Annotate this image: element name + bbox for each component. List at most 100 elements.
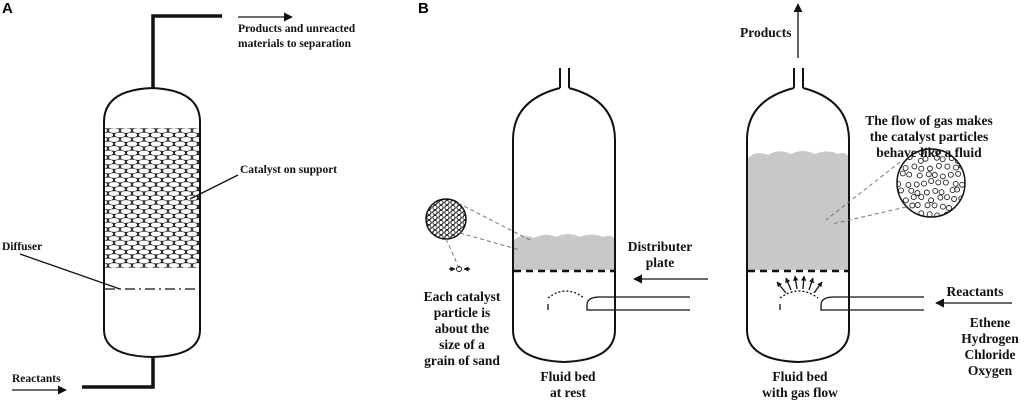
fluid-particle	[946, 205, 952, 211]
catalyst-label: Catalyst on support	[240, 164, 337, 176]
flow-bed	[748, 151, 848, 270]
particle-note-line2: particle is	[434, 305, 491, 320]
panel-b-letter: B	[418, 0, 429, 17]
fluid-particles	[897, 149, 971, 217]
fluid-particle	[910, 213, 917, 217]
fluid-particle	[906, 171, 913, 178]
distributer-label-line2: plate	[646, 255, 675, 270]
flow-inlet-arc	[779, 290, 819, 299]
fluid-particle	[944, 163, 951, 170]
fluid-particle	[918, 165, 925, 172]
fluid-particle	[931, 172, 938, 178]
fluid-particle	[910, 194, 917, 201]
flow-caption-line1: Fluid bed	[772, 369, 828, 384]
fluid-particle	[964, 188, 965, 195]
fluid-particle	[959, 181, 965, 188]
fluid-particle	[922, 155, 929, 162]
fluid-particle	[918, 194, 925, 201]
products-label-b: Products	[740, 25, 792, 40]
catalyst-bed	[105, 128, 199, 268]
particle-note-line3: about the	[435, 321, 489, 336]
particle-note-line5: grain of sand	[424, 353, 500, 368]
rest-vessel-body	[512, 68, 616, 364]
fluid-particle	[911, 163, 918, 170]
fluid-particle	[917, 157, 924, 164]
fluid-particle	[902, 165, 909, 172]
reactants-label-a: Reactants	[12, 373, 61, 385]
flow-caption-line2: with gas flow	[762, 385, 838, 400]
fluid-particle	[935, 179, 942, 186]
fluid-particle	[955, 170, 962, 177]
reactant-chloride: Chloride	[964, 347, 1015, 362]
fluid-particle	[939, 203, 946, 210]
outlet-pipe	[151, 14, 222, 88]
fluid-particle	[903, 211, 910, 217]
fluid-particle	[963, 205, 965, 212]
gas-note-line1: The flow of gas makes	[865, 113, 993, 128]
reactant-ethene: Ethene	[970, 315, 1011, 330]
fluid-particle	[944, 194, 950, 201]
catalyst-leader	[189, 174, 239, 200]
diffuser-label: Diffuser	[2, 241, 42, 253]
fluid-particle	[928, 149, 935, 154]
fluid-particle	[926, 211, 933, 217]
reactants-label-b: Reactants	[947, 284, 1004, 299]
flow-inlet-tube	[779, 296, 924, 311]
rest-inlet-tube	[547, 296, 690, 311]
fluid-particle	[935, 162, 942, 169]
fluid-particle	[928, 197, 935, 204]
fluid-particle	[909, 202, 916, 209]
fluid-particle	[898, 187, 904, 194]
particle-note-line1: Each catalyst	[424, 289, 501, 304]
fluid-particle	[899, 170, 906, 177]
fluid-particle	[952, 213, 959, 217]
fluid-particle	[897, 212, 903, 217]
fluid-particle	[942, 179, 949, 186]
diffuser-leader	[19, 253, 121, 290]
fluid-particle	[939, 156, 946, 163]
fluid-particle	[921, 180, 927, 187]
fluid-particle	[916, 172, 923, 179]
fluid-particle	[924, 202, 931, 209]
panel-b: B	[418, 0, 1019, 400]
fluid-particle	[902, 197, 909, 204]
rest-particle-magnifier	[425, 198, 531, 272]
fluid-particle	[905, 181, 912, 188]
fluid-particle	[966, 171, 971, 176]
fluid-particle	[955, 205, 962, 211]
fluid-particle	[937, 194, 944, 201]
particle-note-line4: size of a	[439, 337, 485, 352]
fluid-particle	[960, 211, 965, 217]
vessel-at-rest	[512, 68, 690, 364]
panel-a-letter: A	[2, 0, 13, 17]
rest-bed	[514, 234, 614, 270]
reactant-hydrogen: Hydrogen	[961, 331, 1019, 346]
fluid-particle	[927, 165, 933, 172]
fluid-particle	[951, 196, 958, 202]
fluid-particle	[952, 180, 959, 187]
fluid-particle	[953, 164, 959, 171]
fluid-particle	[908, 187, 915, 194]
fluid-particle	[934, 212, 941, 217]
fluid-particle	[931, 202, 938, 209]
fluid-particle	[939, 173, 946, 180]
reactant-oxygen: Oxygen	[968, 363, 1013, 378]
rest-caption-line2: at rest	[550, 385, 587, 400]
gas-note-line2: the catalyst particles	[870, 129, 988, 144]
vessel-with-gas-flow	[746, 3, 924, 364]
fluid-particle	[925, 171, 932, 178]
fluid-particle	[938, 189, 945, 196]
gas-jets	[776, 275, 823, 294]
distributer-label-line1: Distributer	[628, 239, 693, 254]
products-label-line1: Products and unreacted	[238, 23, 356, 35]
products-label-line2: materials to separation	[238, 38, 352, 50]
rest-caption-line1: Fluid bed	[540, 369, 596, 384]
flow-particle-magnifier	[825, 148, 971, 225]
gas-note-line3: behave like a fluid	[876, 145, 982, 160]
fluid-particle	[947, 171, 954, 178]
fluid-particle	[932, 187, 939, 194]
fluid-particle	[954, 186, 961, 193]
fluid-particle	[928, 178, 935, 185]
fluid-particle	[933, 154, 940, 161]
